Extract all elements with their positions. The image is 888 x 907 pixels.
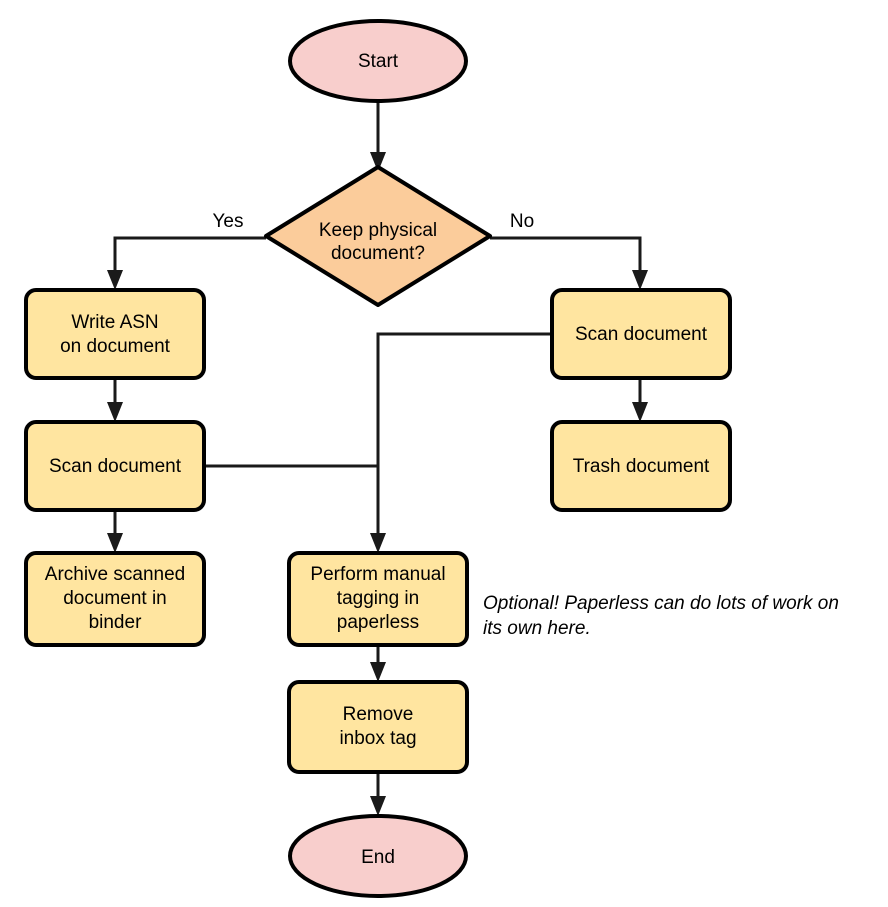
arrow-head-icon [370, 796, 386, 816]
scan-document-right-box[interactable] [550, 288, 732, 380]
remove-inbox-tag-box[interactable] [287, 680, 469, 774]
edge-line [376, 332, 552, 541]
remove-tag-label-line2: inbox tag [339, 728, 416, 749]
decision-diamond[interactable] [264, 165, 492, 307]
edge-scan-left-to-archive [107, 510, 123, 553]
edge-write-asn-to-scan-left [107, 378, 123, 422]
node-perform-manual-tagging[interactable]: Perform manual tagging in paperless [287, 551, 469, 647]
edge-line [490, 236, 642, 278]
end-label: End [361, 847, 395, 868]
tagging-label-line2: tagging in [337, 588, 419, 609]
write-asn-label-line1: Write ASN [71, 312, 158, 333]
edge-decision-yes-to-write-asn [107, 236, 266, 290]
optional-note-line2: its own here. [483, 618, 591, 639]
remove-tag-label-line1: Remove [343, 704, 414, 725]
scan-document-left-box[interactable] [24, 420, 206, 512]
scan-document-left-label: Scan document [49, 456, 182, 477]
decision-label-line1: Keep physical [319, 220, 437, 241]
start-label: Start [358, 51, 399, 72]
tagging-box[interactable] [287, 551, 469, 647]
node-scan-document-right[interactable]: Scan document [550, 288, 732, 380]
node-write-asn[interactable]: Write ASN on document [24, 288, 206, 380]
scan-document-right-label: Scan document [575, 324, 708, 345]
node-trash-document[interactable]: Trash document [550, 420, 732, 512]
annotation-optional-note: Optional! Paperless can do lots of work … [483, 593, 839, 639]
arrow-head-icon [370, 152, 386, 172]
edge-tagging-to-remove-tag [370, 645, 386, 682]
edge-remove-tag-to-end [370, 772, 386, 816]
arrow-head-icon [107, 402, 123, 422]
archive-label-line3: binder [89, 612, 142, 633]
trash-document-box[interactable] [550, 420, 732, 512]
edge-scan-right-to-trash [632, 378, 648, 422]
tagging-label-line1: Perform manual [310, 564, 445, 585]
node-archive-scanned-document[interactable]: Archive scanned document in binder [24, 551, 206, 647]
arrow-head-icon [632, 402, 648, 422]
start-ellipse[interactable] [288, 19, 468, 103]
edge-line [113, 236, 266, 278]
edge-decision-no-to-scan-right [490, 236, 648, 290]
arrow-head-icon [632, 270, 648, 290]
tagging-label-line3: paperless [337, 612, 419, 633]
node-remove-inbox-tag[interactable]: Remove inbox tag [287, 680, 469, 774]
node-end[interactable]: End [288, 814, 468, 898]
node-decision-keep-physical-document[interactable]: Keep physical document? [264, 165, 492, 307]
edge-scan-right-to-tagging [370, 332, 552, 553]
edge-label-no: No [510, 211, 534, 232]
arrow-head-icon [107, 270, 123, 290]
node-start[interactable]: Start [288, 19, 468, 103]
archive-label-line2: document in [63, 588, 167, 609]
arrow-head-icon [107, 533, 123, 553]
node-scan-document-left[interactable]: Scan document [24, 420, 206, 512]
optional-note-line1: Optional! Paperless can do lots of work … [483, 593, 839, 614]
archive-box[interactable] [24, 551, 206, 647]
write-asn-box[interactable] [24, 288, 206, 380]
trash-document-label: Trash document [573, 456, 710, 477]
end-ellipse[interactable] [288, 814, 468, 898]
write-asn-label-line2: on document [60, 336, 171, 357]
archive-label-line1: Archive scanned [45, 564, 185, 585]
decision-label-line2: document? [331, 243, 425, 264]
edge-start-to-decision [370, 102, 386, 172]
edge-label-yes: Yes [213, 211, 244, 232]
arrow-head-icon [370, 533, 386, 553]
arrow-head-icon [370, 662, 386, 682]
